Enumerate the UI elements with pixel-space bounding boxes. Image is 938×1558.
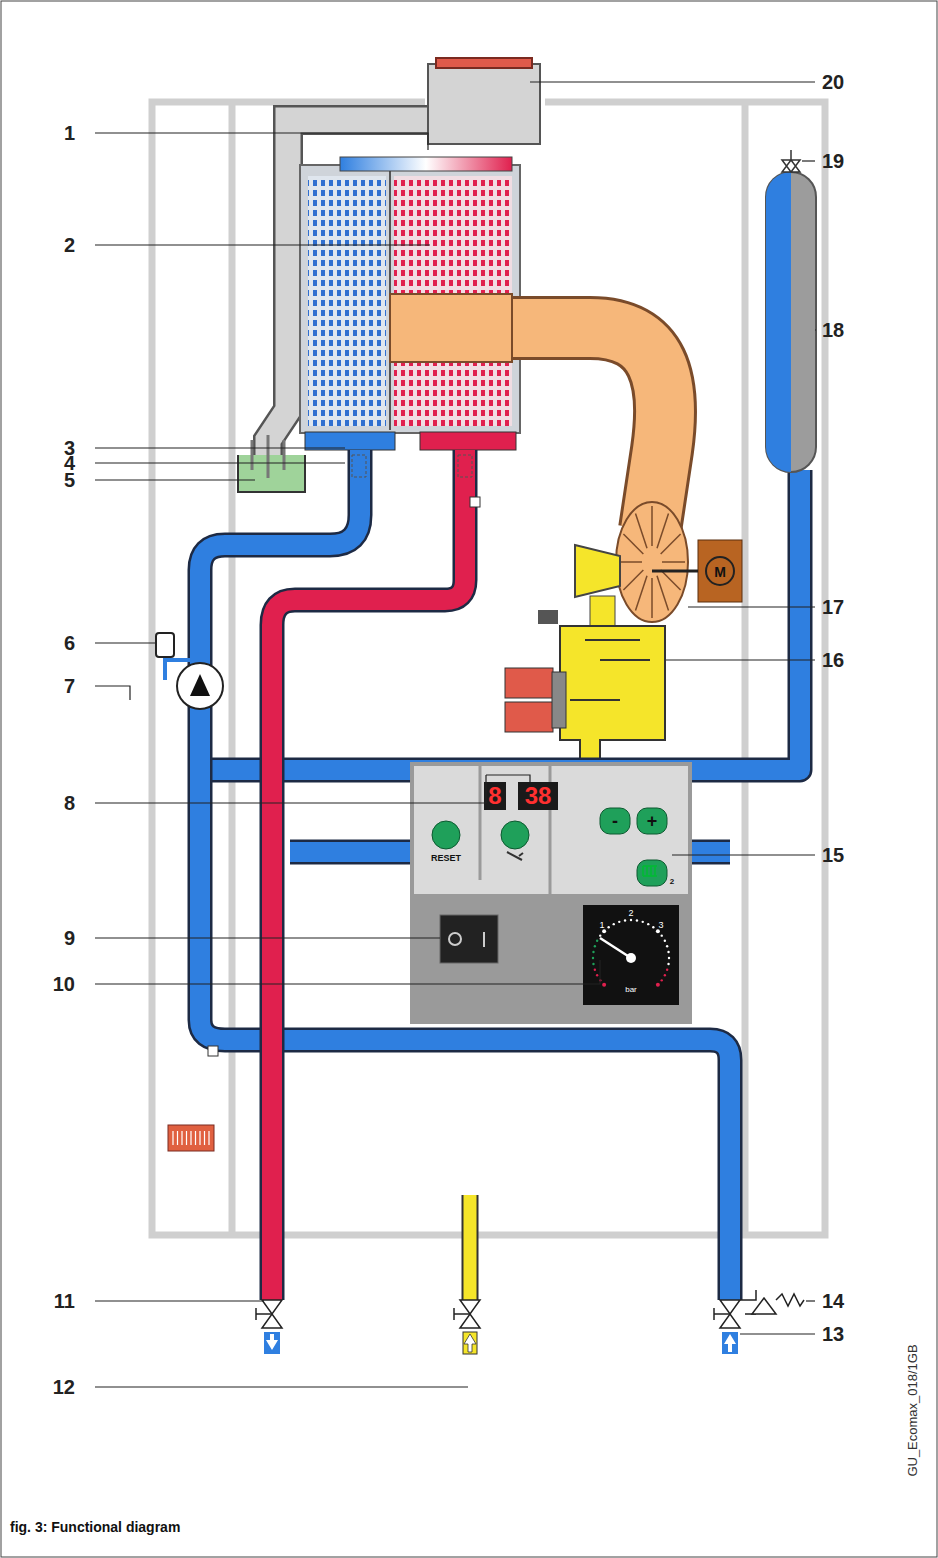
gauge-tick xyxy=(668,957,670,959)
fan-blade xyxy=(623,570,643,590)
callout-number: 7 xyxy=(64,676,75,696)
gauge-tick xyxy=(594,969,596,971)
gauge-tick xyxy=(613,923,615,925)
gauge-tick xyxy=(592,951,594,953)
button-label: - xyxy=(612,812,618,830)
gauge-tick xyxy=(607,926,609,928)
board-pin xyxy=(195,1131,196,1145)
fan-blade xyxy=(661,570,681,590)
gauge-tick xyxy=(592,957,594,959)
board-pin xyxy=(181,1131,182,1145)
button-label: 2 xyxy=(670,878,674,886)
callout-number: 1 xyxy=(64,123,75,143)
gauge-number: 3 xyxy=(658,921,663,930)
board-pin xyxy=(204,1131,205,1145)
figure-caption: fig. 3: Functional diagram xyxy=(10,1520,180,1534)
board-pin xyxy=(208,1131,209,1145)
callout-number: 18 xyxy=(822,320,844,340)
gauge-tick xyxy=(652,926,654,928)
gauge-tick xyxy=(666,969,668,971)
gauge-tick xyxy=(618,921,620,923)
fan-blade xyxy=(657,576,669,611)
fan-blade xyxy=(619,561,642,563)
button-label: RESET xyxy=(431,854,461,863)
board-pin xyxy=(172,1131,173,1145)
display-digit: 38 xyxy=(525,784,552,808)
board-pin xyxy=(199,1131,200,1145)
gauge-tick xyxy=(624,919,626,921)
fan-blade xyxy=(662,561,685,563)
fan-blade xyxy=(651,578,653,618)
callout-number: 6 xyxy=(64,633,75,653)
gauge-tick xyxy=(666,945,668,947)
fan-blade xyxy=(623,534,643,554)
fan-blade xyxy=(657,514,669,549)
gauge-tick xyxy=(599,934,601,936)
fan-blade xyxy=(636,514,648,549)
gauge-tick xyxy=(661,979,663,981)
callout-number: 13 xyxy=(822,1324,844,1344)
gauge-tick xyxy=(656,929,660,933)
gauge-tick xyxy=(664,940,666,942)
callout-number: 15 xyxy=(822,845,844,865)
fan-blade xyxy=(636,576,648,611)
gauge-tick xyxy=(661,934,663,936)
board-pin xyxy=(190,1131,191,1145)
callout-number: 14 xyxy=(822,1291,844,1311)
fan-blade xyxy=(651,506,653,546)
callout-number: 20 xyxy=(822,72,844,92)
gauge-tick xyxy=(656,983,660,987)
motor-symbol: M xyxy=(714,565,726,579)
gauge-tick xyxy=(667,963,669,965)
board-pin xyxy=(186,1131,187,1145)
gauge-tick xyxy=(596,974,598,976)
board-pin xyxy=(177,1131,178,1145)
gauge-tick xyxy=(636,919,638,921)
gauge-number: 2 xyxy=(628,909,633,918)
callout-number: 5 xyxy=(64,470,75,490)
callout-number: 8 xyxy=(64,793,75,813)
gauge-tick xyxy=(667,951,669,953)
gauge-unit: bar xyxy=(625,986,637,994)
callout-number: 19 xyxy=(822,151,844,171)
gauge-number: 1 xyxy=(599,921,604,930)
gauge-tick xyxy=(592,963,594,965)
fan-blade xyxy=(661,534,681,554)
gauge-tick xyxy=(596,940,598,942)
display-digit: 8 xyxy=(488,784,501,808)
gauge-tick xyxy=(602,929,606,933)
callout-number: 2 xyxy=(64,235,75,255)
gauge-tick xyxy=(647,923,649,925)
gauge-tick xyxy=(642,921,644,923)
gauge-tick xyxy=(630,919,632,921)
gauge-tick xyxy=(664,974,666,976)
callout-number: 12 xyxy=(53,1377,75,1397)
callout-number: 16 xyxy=(822,650,844,670)
drawing-code: GU_Ecomax_018/1GB xyxy=(905,1344,918,1476)
callout-number: 9 xyxy=(64,928,75,948)
callout-number: 17 xyxy=(822,597,844,617)
button-label: + xyxy=(647,812,658,830)
callout-number: 10 xyxy=(53,974,75,994)
gauge-tick xyxy=(594,945,596,947)
callout-number: 11 xyxy=(54,1291,75,1311)
gauge-tick xyxy=(602,983,606,987)
